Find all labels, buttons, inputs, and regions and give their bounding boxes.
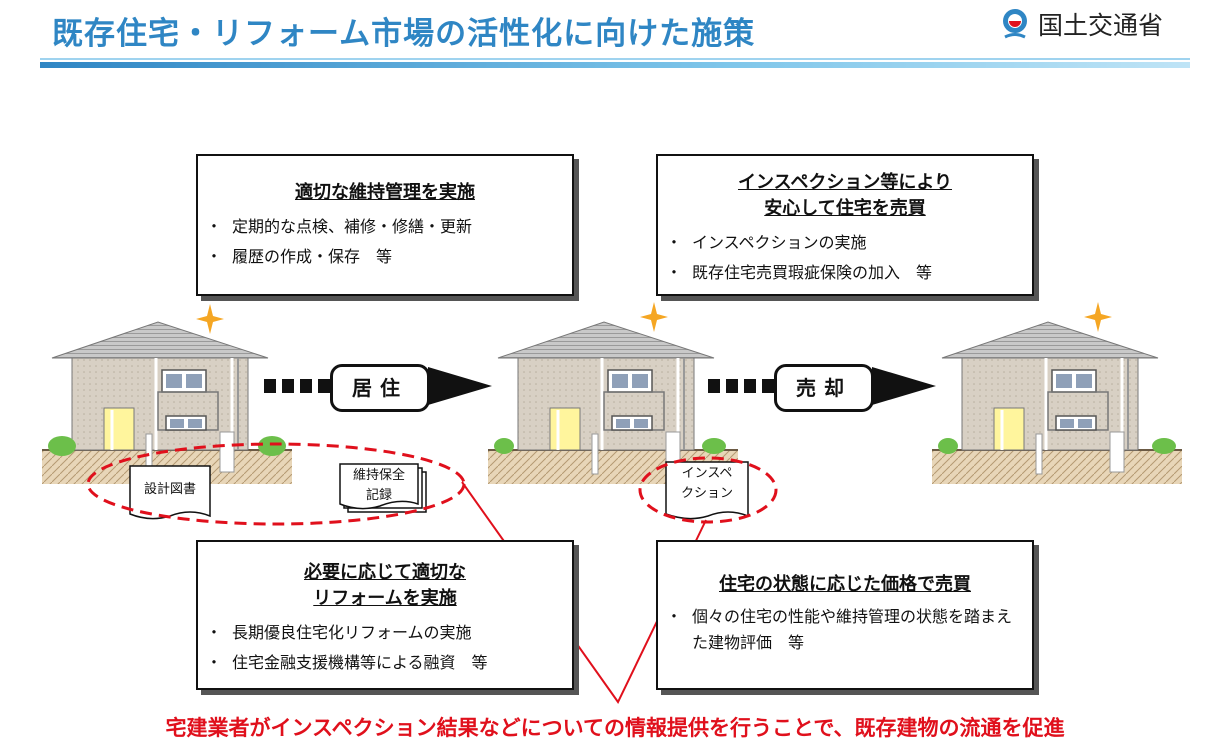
sell-label: 売却 [774, 364, 874, 412]
list-item: 住宅金融支援機構等による融資 等 [206, 648, 572, 678]
ministry-name: 国土交通省 [1038, 11, 1164, 40]
pricing-list: 個々の住宅の性能や維持管理の状態を踏まえた建物評価 等 [658, 604, 1032, 656]
record-document-line1: 維持保全 [352, 468, 405, 483]
maintenance-heading: 適切な維持管理を実施 [295, 182, 475, 203]
inspection-document-line2: クション [680, 486, 733, 501]
house-2 [486, 320, 740, 486]
maintenance-box: 適切な維持管理を実施 定期的な点検、補修・修繕・更新 履歴の作成・保存 等 [196, 154, 574, 296]
sparkle-icon [196, 302, 1112, 334]
title-underline [40, 62, 1190, 68]
inspection-document-label: インスペ クション [666, 464, 748, 504]
record-document-icon [339, 463, 427, 513]
list-item: 既存住宅売買瑕疵保険の加入 等 [666, 258, 1032, 288]
inspection-heading-line2: 安心して住宅を売買 [764, 198, 926, 219]
bottom-message: 宅建業者がインスペクション結果などについての情報提供を行うことで、既存建物の流通… [165, 716, 1065, 740]
reform-heading-line2: リフォームを実施 [313, 588, 457, 609]
house-1 [40, 320, 294, 486]
list-item: 定期的な点検、補修・修繕・更新 [206, 212, 572, 242]
inspection-heading-line1: インスペクション等により [737, 172, 953, 193]
ministry-emblem-icon [1003, 9, 1027, 39]
inspection-box: インスペクション等により 安心して住宅を売買 インスペクションの実施 既存住宅売… [656, 154, 1034, 296]
list-item: 長期優良住宅化リフォームの実施 [206, 618, 572, 648]
page-title: 既存住宅・リフォーム市場の活性化に向けた施策 [52, 16, 756, 52]
list-item: 履歴の作成・保存 等 [206, 242, 572, 272]
list-item: インスペクションの実施 [666, 228, 1032, 258]
pricing-heading: 住宅の状態に応じた価格で売買 [719, 574, 971, 595]
record-document-label: 維持保全 記録 [340, 466, 418, 506]
design-document-label: 設計図書 [143, 482, 196, 497]
list-item: 個々の住宅の性能や維持管理の状態を踏まえた建物評価 等 [666, 604, 1016, 656]
ministry-logo: 国土交通省 [1000, 6, 1163, 42]
inspection-list: インスペクションの実施 既存住宅売買瑕疵保険の加入 等 [658, 228, 1032, 288]
maintenance-list: 定期的な点検、補修・修繕・更新 履歴の作成・保存 等 [198, 212, 572, 272]
house-3 [930, 320, 1184, 486]
inspection-document-icon [665, 461, 749, 520]
reform-box: 必要に応じて適切な リフォームを実施 長期優良住宅化リフォームの実施 住宅金融支… [196, 540, 574, 690]
reform-list: 長期優良住宅化リフォームの実施 住宅金融支援機構等による融資 等 [198, 618, 572, 678]
pricing-box: 住宅の状態に応じた価格で売買 個々の住宅の性能や維持管理の状態を踏まえた建物評価… [656, 540, 1034, 690]
reform-heading-line1: 必要に応じて適切な [304, 562, 466, 583]
inspection-highlight [638, 456, 778, 524]
title-underline-thin [40, 58, 1190, 60]
live-label: 居住 [330, 364, 430, 412]
inspection-document-line1: インスペ [681, 466, 733, 481]
record-document-line2: 記録 [365, 488, 392, 503]
